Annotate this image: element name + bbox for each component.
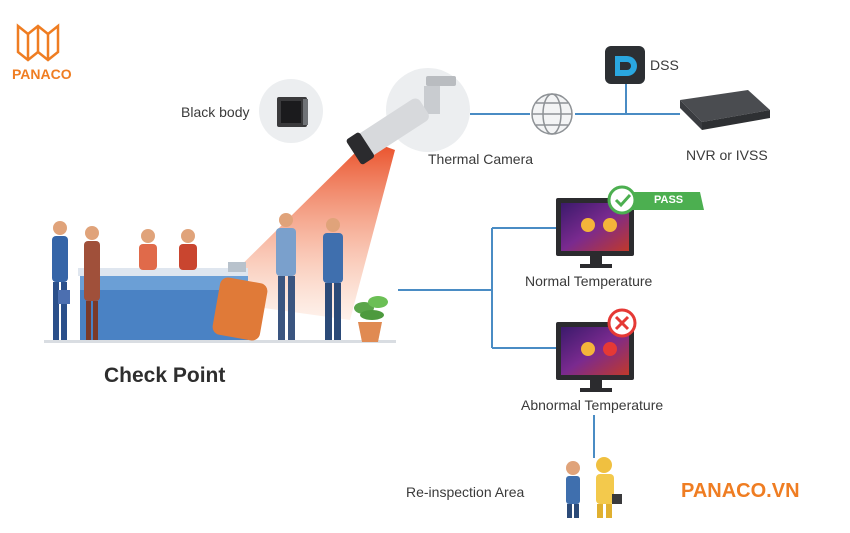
abnormal-monitor [556, 308, 637, 392]
abnormal-temperature-label: Abnormal Temperature [521, 397, 664, 413]
globe-icon [531, 93, 573, 135]
nvr-device [680, 90, 770, 130]
normal-temperature-label: Normal Temperature [525, 273, 653, 289]
dss-icon [605, 46, 645, 84]
check-point-scene [44, 213, 396, 343]
reinspection-scene [566, 457, 622, 518]
dss-label: DSS [650, 57, 679, 73]
connection-lines [398, 82, 680, 458]
pass-badge: PASS [654, 194, 684, 206]
panaco-logo [16, 23, 60, 62]
thermal-camera-label: Thermal Camera [428, 151, 534, 167]
normal-monitor [556, 185, 704, 268]
thermal-beam [206, 140, 395, 320]
thermal-camera [346, 68, 470, 165]
black-body-label: Black body [181, 104, 250, 120]
website-text: PANACO.VN [681, 480, 800, 502]
nvr-label: NVR or IVSS [686, 147, 768, 163]
reinspection-area-label: Re-inspection Area [406, 484, 525, 500]
check-point-label: Check Point [104, 364, 226, 387]
black-body-device [259, 79, 323, 143]
logo-text: PANACO [12, 66, 72, 82]
